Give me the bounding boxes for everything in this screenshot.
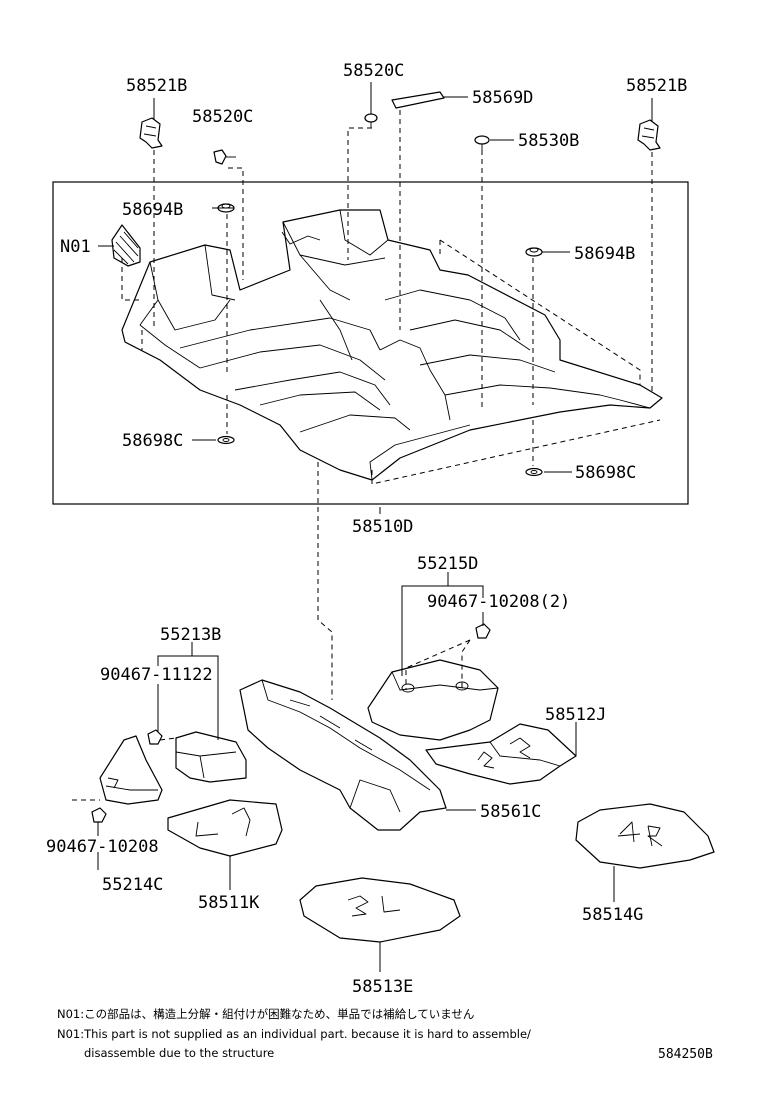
label-n01: N01 — [60, 237, 91, 257]
label-55214c: 55214C — [102, 875, 163, 895]
assembly-line-55213b — [159, 737, 177, 741]
label-58520c-top: 58520C — [343, 61, 404, 81]
note-japanese: N01:この部品は、構造上分解・組付けが困難なため、単品では補給していません — [57, 1007, 474, 1021]
mat-58514g — [575, 803, 715, 869]
label-58511k: 58511K — [198, 893, 260, 913]
diagram-code: 584250B — [658, 1047, 713, 1062]
n01-insulator-pad — [111, 224, 141, 267]
label-58521b-right: 58521B — [626, 76, 687, 96]
label-90467-10208-2: 90467-10208(2) — [427, 592, 570, 612]
mat-58511k — [167, 799, 283, 857]
bracket-58569d — [391, 91, 445, 109]
label-58512j: 58512J — [545, 705, 606, 725]
note-english-line2: disassemble due to the structure — [84, 1046, 274, 1060]
note-english-line1: N01:This part is not supplied as an indi… — [57, 1027, 531, 1041]
label-55213b: 55213B — [160, 625, 221, 645]
label-58520c-left: 58520C — [192, 107, 253, 127]
carpet-group-frame — [52, 181, 689, 505]
label-58561c: 58561C — [480, 802, 541, 822]
clip-58698c-left — [217, 435, 235, 445]
label-90467-11122: 90467-11122 — [100, 665, 213, 685]
assembly-line-lower — [317, 462, 333, 700]
tray-55215d — [367, 659, 499, 741]
label-58569d: 58569D — [472, 88, 533, 108]
label-58530b: 58530B — [518, 131, 579, 151]
label-55215d: 55215D — [417, 554, 478, 574]
assembly-lines-top — [121, 110, 661, 485]
clip-58698c-right — [525, 467, 543, 477]
fastener-58520c-left — [213, 149, 236, 165]
label-90467-10208: 90467-10208 — [46, 837, 159, 857]
grommet-58694b-right — [525, 247, 543, 257]
mat-58513e — [299, 877, 461, 943]
bolt-90467-11122 — [147, 729, 163, 745]
plug-58530b — [474, 135, 490, 150]
mat-58512j — [425, 723, 577, 785]
bracket-55213b — [175, 731, 247, 783]
leader-lines — [97, 82, 653, 972]
fastener-58520c-top — [364, 113, 378, 128]
label-58698c-right: 58698C — [575, 463, 636, 483]
tunnel-carpet-58561c — [239, 679, 447, 831]
label-58514g: 58514G — [582, 905, 643, 925]
label-58513e: 58513E — [352, 977, 413, 997]
bracket-55214c — [99, 735, 163, 805]
assembly-line-55215d — [405, 639, 471, 690]
label-58694b-left: 58694B — [122, 200, 183, 220]
label-58521b-left: 58521B — [126, 76, 187, 96]
bolt-90467-10208-2 — [475, 623, 491, 639]
clip-58521b-right — [637, 119, 661, 151]
bolt-90467-10208 — [91, 807, 107, 823]
label-58694b-right: 58694B — [574, 244, 635, 264]
clip-58521b-left — [139, 117, 163, 149]
label-58698c-left: 58698C — [122, 431, 183, 451]
label-58510d: 58510D — [352, 517, 413, 537]
